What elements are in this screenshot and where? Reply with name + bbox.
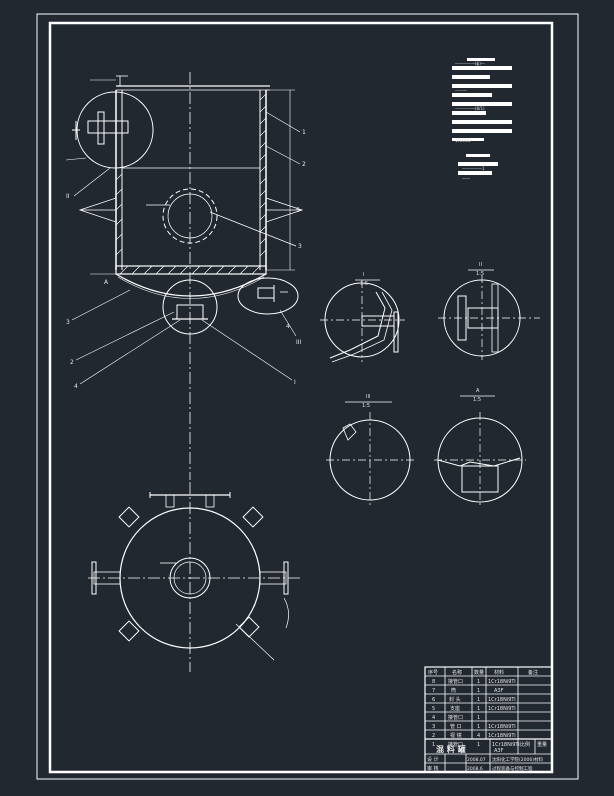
detail-view-labels: I 1:5 II 1:5 III 1:5 A 1:5 bbox=[360, 262, 484, 409]
title-field-b: 重量 bbox=[537, 741, 547, 748]
notes-line-5: —————1 bbox=[462, 166, 485, 171]
plan-view bbox=[88, 482, 300, 672]
bom-text: 序号 名称 数量 材料 备注 8 接管口 1 1Cr18Ni9Ti 7 筒 1 … bbox=[427, 669, 547, 772]
detail-mark-III: III bbox=[296, 339, 302, 346]
bom-row-material: 1Cr18Ni9Ti bbox=[488, 724, 516, 730]
bom-row-material: 1Cr18Ni9Ti bbox=[488, 697, 516, 703]
bom-row-name: 接管口 bbox=[448, 741, 463, 748]
bom-row-no: 4 bbox=[432, 715, 435, 721]
bom-extra-material: A3F bbox=[494, 748, 504, 754]
detail-I-title: I bbox=[363, 272, 364, 278]
bom-row-name: 管 口 bbox=[450, 723, 462, 730]
notes-line-6: —— bbox=[462, 176, 470, 181]
outer-border bbox=[36, 13, 579, 780]
main-view-labels: 1 2 3 4 5 3 2 4 II III I A bbox=[66, 129, 306, 390]
title-number-1: 2008.07 bbox=[467, 757, 486, 763]
bom-row-qty: 1 bbox=[477, 742, 480, 748]
bom-row-qty: 1 bbox=[477, 706, 480, 712]
bom-header-note: 备注 bbox=[528, 669, 538, 676]
title-drawing-name: 混 料 罐 bbox=[436, 744, 466, 754]
bom-row-no: 6 bbox=[432, 697, 435, 703]
notes-line-1: —————(ɸ)— bbox=[455, 61, 485, 66]
bom-row-no: 2 bbox=[432, 733, 435, 739]
left-callout-3: 3 bbox=[66, 319, 70, 326]
callout-1: 1 bbox=[302, 129, 306, 136]
callout-4: 4 bbox=[286, 323, 290, 330]
notes-line-3: —————(8/1) bbox=[455, 106, 485, 111]
detail-view-II bbox=[438, 269, 540, 360]
detail-view-A bbox=[434, 395, 526, 505]
notes-line-2: ——— bbox=[455, 88, 467, 93]
bom-row-qty: 1 bbox=[477, 679, 480, 685]
bom-header-material: 材料 bbox=[494, 669, 504, 676]
bom-row-name: 接管口 bbox=[448, 678, 463, 685]
left-callout-2: 2 bbox=[70, 359, 74, 366]
bom-row-no: 3 bbox=[432, 724, 435, 730]
wall-hatch bbox=[115, 93, 267, 257]
title-field-a: 比例 bbox=[520, 741, 530, 748]
detail-mark-II: II bbox=[66, 193, 70, 200]
detail-II-title: II bbox=[479, 262, 482, 268]
bom-row-material: 1Cr18Ni9Ti bbox=[488, 679, 516, 685]
notes-line-4: 1/1000 bbox=[455, 138, 471, 144]
bom-row-qty: 1 bbox=[477, 697, 480, 703]
detail-I-scale: 1:5 bbox=[360, 281, 368, 287]
detail-A-scale: 1:5 bbox=[473, 397, 481, 403]
detail-III-scale: 1:5 bbox=[362, 403, 370, 409]
bom-row-no: 5 bbox=[432, 706, 435, 712]
bom-row-no: 1 bbox=[432, 742, 435, 748]
bom-header-name: 名称 bbox=[452, 669, 462, 676]
title-designer-label: 设 计 bbox=[427, 756, 439, 763]
detail-view-I bbox=[320, 279, 405, 363]
left-callout-4: 4 bbox=[74, 383, 78, 390]
bom-header-no: 序号 bbox=[428, 669, 438, 676]
bom-row-qty: 1 bbox=[477, 724, 480, 730]
bom-row-material: 1Cr18Ni9Ti bbox=[492, 742, 520, 748]
technical-notes: —————(ɸ)— ——— —————(8/1) 1/1000 —————1 —… bbox=[452, 58, 512, 181]
title-number-2: 2008.6 bbox=[467, 766, 483, 772]
bom-row-name: 封 头 bbox=[449, 696, 461, 703]
title-school-1: 沈阳化工学院(2006)材料 bbox=[492, 756, 543, 763]
main-vessel-view bbox=[65, 72, 304, 480]
bom-row-name: 接管口 bbox=[448, 714, 463, 721]
detail-mark-I: I bbox=[294, 379, 296, 386]
bom-row-no: 8 bbox=[432, 679, 435, 685]
detail-III-title: III bbox=[366, 394, 370, 400]
detail-view-III bbox=[326, 401, 414, 505]
title-school-2: 过程装备与控制工程 bbox=[492, 765, 533, 772]
callout-3: 3 bbox=[298, 243, 302, 250]
bom-row-name: 支座 bbox=[450, 705, 460, 712]
title-checker-label: 审 核 bbox=[427, 765, 439, 772]
bom-header-qty: 数量 bbox=[474, 669, 484, 676]
inner-border bbox=[48, 21, 554, 774]
bom-row-qty: 1 bbox=[477, 688, 480, 694]
bom-row-material: 1Cr18Ni9Ti bbox=[488, 706, 516, 712]
callout-2: 2 bbox=[302, 161, 306, 168]
bom-row-no: 7 bbox=[432, 688, 435, 694]
detail-II-scale: 1:5 bbox=[476, 271, 484, 277]
bom-row-qty: 1 bbox=[477, 715, 480, 721]
detail-A-title: A bbox=[476, 388, 480, 394]
bom-row-material: 1Cr18Ni9Ti bbox=[488, 733, 516, 739]
section-mark-A: A bbox=[104, 279, 109, 286]
bom-row-name: 视 镜 bbox=[450, 732, 462, 739]
bill-of-materials bbox=[424, 666, 553, 773]
bom-row-material: A3F bbox=[494, 688, 504, 694]
bom-row-qty: 4 bbox=[477, 733, 480, 739]
callout-5: 5 bbox=[296, 207, 300, 214]
bom-row-name: 筒 bbox=[451, 687, 456, 694]
